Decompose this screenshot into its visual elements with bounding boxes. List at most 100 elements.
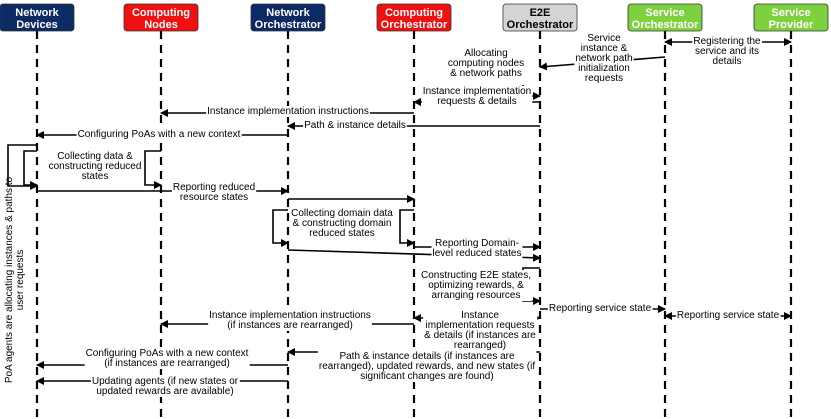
label-line: Reporting service state	[677, 310, 780, 321]
participant-name-line2: Orchestrator	[381, 19, 448, 31]
label-line: Allocating	[464, 48, 507, 59]
label-line: constructing reduced	[49, 161, 142, 172]
label-line: Collecting domain data	[291, 208, 393, 219]
label-path-instance-2: Path & instance details (if instances ar…	[319, 351, 535, 382]
label-line: Reporting reduced	[173, 182, 255, 193]
label-line: requests & details	[437, 96, 517, 107]
participant-name-line1: Service	[771, 7, 810, 19]
label-line: significant changes are found)	[360, 371, 493, 382]
label-line: service and its	[695, 46, 759, 57]
label-line: Constructing E2E states,	[421, 270, 531, 281]
participant-box	[0, 3, 75, 32]
participant-name-line1: E2E	[530, 7, 551, 19]
side-label: PoA agents are allocating instances & pa…	[4, 176, 26, 383]
label-reporting-service-so: Reporting service state	[549, 303, 652, 314]
label-background	[290, 208, 395, 239]
arrow-no-collect	[272, 209, 289, 247]
label-background	[206, 106, 370, 117]
label-line: Registering the	[693, 36, 761, 47]
arrow-co-collect	[399, 209, 415, 247]
label-line: states	[82, 171, 109, 182]
label-background	[675, 310, 781, 321]
label-line: resource states	[180, 192, 248, 203]
label-line: updated rewards are available)	[96, 386, 233, 397]
label-line: requests	[585, 73, 623, 84]
label-line: optimizing rewards, &	[428, 280, 524, 291]
label-background	[208, 310, 372, 331]
side-label-line: user requests	[15, 250, 26, 311]
label-line: (if instances are rearranged)	[104, 358, 230, 369]
label-line: reduced states	[309, 228, 375, 239]
participant-name-line2: Nodes	[144, 19, 178, 31]
label-line: rearranged)	[454, 340, 506, 351]
participant-box	[502, 3, 578, 32]
label-line: arranging resources	[432, 290, 521, 301]
label-line: initialization	[578, 63, 630, 74]
label-configuring-poas-2: Configuring PoAs with a new context(if i…	[86, 348, 249, 369]
participant-name-line2: Orchestrator	[632, 19, 699, 31]
label-line: network path	[575, 53, 632, 64]
label-line: & network paths	[450, 68, 522, 79]
label-line: & details (if instances are	[424, 330, 536, 341]
label-background	[317, 351, 537, 382]
participant-box	[753, 3, 829, 32]
label-line: level reduced states	[433, 248, 522, 259]
label-reporting-domain: Reporting Domain-level reduced states	[433, 238, 522, 259]
participant-name-line2: Orchestrator	[507, 19, 574, 31]
participant-name-line1: Computing	[132, 7, 190, 19]
participant-name-line1: Network	[15, 7, 59, 19]
label-background	[84, 348, 250, 369]
label-line: Instance	[461, 310, 499, 321]
label-collecting-domain: Collecting domain data& constructing dom…	[291, 208, 393, 239]
label-background	[423, 310, 538, 351]
label-background	[47, 151, 143, 182]
participant-box	[627, 3, 703, 32]
label-background	[90, 376, 240, 397]
label-line: Collecting data &	[57, 151, 133, 162]
label-background	[419, 270, 533, 301]
label-background	[547, 303, 653, 314]
participant-name-line2: Provider	[769, 19, 814, 31]
label-background	[421, 86, 533, 107]
label-line: Reporting Domain-	[435, 238, 519, 249]
participant-box	[123, 3, 199, 32]
participant-box	[376, 3, 452, 32]
label-line: instance &	[581, 43, 628, 54]
side-label-line: PoA agents are allocating instances & pa…	[4, 176, 15, 383]
arrow-poa-loop	[7, 144, 38, 190]
label-reporting-service-sp: Reporting service state	[677, 310, 780, 321]
label-line: Reporting service state	[549, 303, 652, 314]
label-line: Instance implementation	[423, 86, 531, 97]
participant-box	[250, 3, 326, 32]
label-line: Configuring PoAs with a new context	[78, 129, 241, 140]
label-line: Service	[587, 33, 621, 44]
label-line: Updating agents (if new states or	[92, 376, 239, 387]
label-background	[692, 36, 763, 67]
participant-name-line1: Service	[645, 7, 684, 19]
label-line: rearranged), updated rewards, and new st…	[319, 361, 535, 372]
label-line: details	[713, 56, 742, 67]
label-path-instance: Path & instance details	[304, 120, 406, 131]
label-background	[446, 48, 526, 79]
label-line: Path & instance details	[304, 120, 406, 131]
label-line: implementation requests	[426, 320, 535, 331]
label-background	[171, 182, 257, 203]
label-line: Path & instance details (if instances ar…	[339, 351, 515, 362]
label-line: Instance implementation instructions	[209, 310, 371, 321]
label-line: Instance implementation instructions	[207, 106, 369, 117]
label-impl-instructions: Instance implementation instructions	[207, 106, 369, 117]
label-background	[76, 129, 242, 140]
